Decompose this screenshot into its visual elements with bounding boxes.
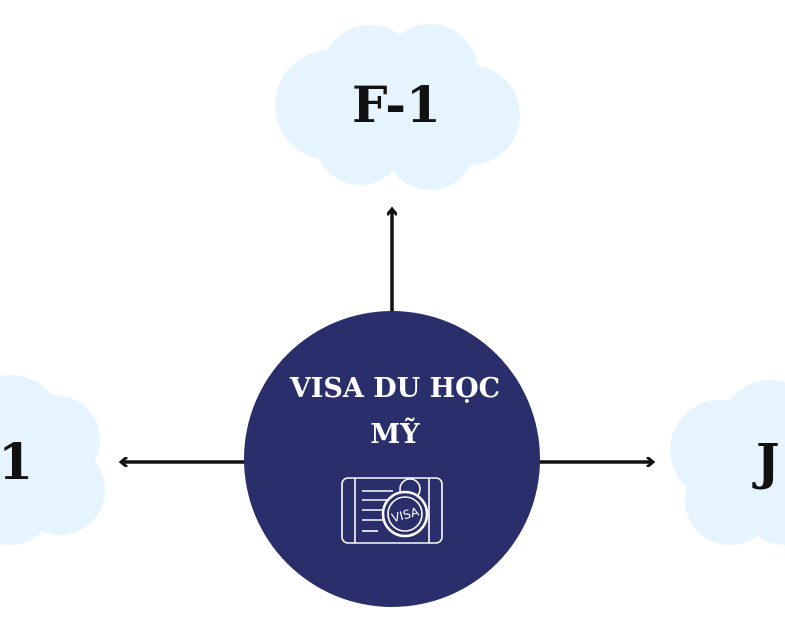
cloud-right (670, 380, 785, 545)
center-title: VISA DU HỌC MỸ (250, 366, 540, 458)
cloud-left (0, 375, 105, 545)
visa-passport-icon: VISA (341, 477, 443, 544)
center-circle (244, 311, 540, 607)
node-top-label: F-1 (352, 75, 441, 134)
node-left-label: -1 (0, 432, 33, 491)
center-title-line1: VISA DU HỌC (289, 373, 501, 404)
node-right-label: J (756, 432, 780, 491)
center-title-line2: MỸ (370, 419, 420, 450)
cloud-top (275, 24, 520, 190)
